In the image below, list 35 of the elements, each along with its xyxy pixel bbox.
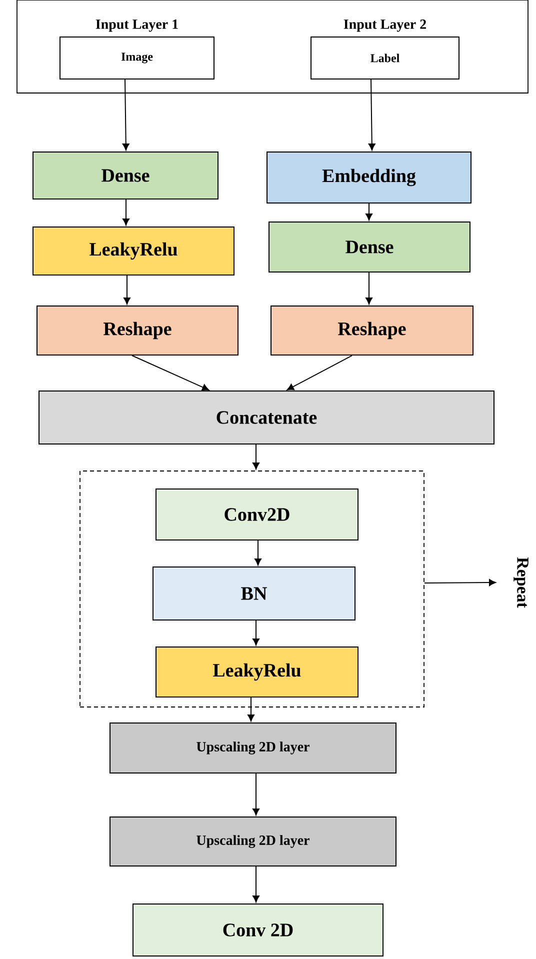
layer-box: Upscaling 2D layer	[110, 722, 396, 774]
arrow	[252, 773, 260, 816]
arrow	[424, 579, 496, 586]
arrow	[286, 355, 352, 390]
input-panel	[16, 0, 528, 94]
layer-box: Embedding	[266, 152, 472, 204]
arrow	[132, 355, 210, 391]
arrow	[252, 620, 260, 646]
arrow	[368, 79, 376, 150]
arrow	[254, 540, 262, 566]
layer-box: Conv 2D	[132, 904, 384, 957]
arrow	[124, 275, 130, 304]
arrow	[366, 272, 372, 304]
layer-box: Upscaling 2D layer	[110, 816, 396, 866]
arrow	[252, 444, 260, 470]
layer-box: Dense	[268, 222, 470, 272]
layer-box: Concatenate	[38, 390, 494, 444]
layer-box: Conv2D	[156, 488, 358, 540]
arrow	[252, 866, 260, 902]
layer-box: LeakyRelu	[156, 646, 358, 698]
arrow	[248, 697, 254, 722]
layer-box: Reshape	[270, 306, 474, 356]
layer-box: LeakyRelu	[32, 226, 234, 276]
repeat-label: Repeat	[514, 557, 528, 608]
layer-box: BN	[152, 566, 356, 620]
arrow	[122, 79, 130, 150]
layer-box: Dense	[32, 152, 218, 200]
layer-heading: Input Layer 1	[96, 20, 178, 32]
layer-box: Reshape	[36, 306, 238, 356]
arrow	[122, 199, 130, 226]
input-box: Label	[310, 36, 460, 80]
repeat-block	[80, 470, 424, 708]
layer-heading: Input Layer 2	[344, 20, 426, 32]
input-box: Image	[60, 36, 214, 80]
arrow	[366, 203, 372, 220]
